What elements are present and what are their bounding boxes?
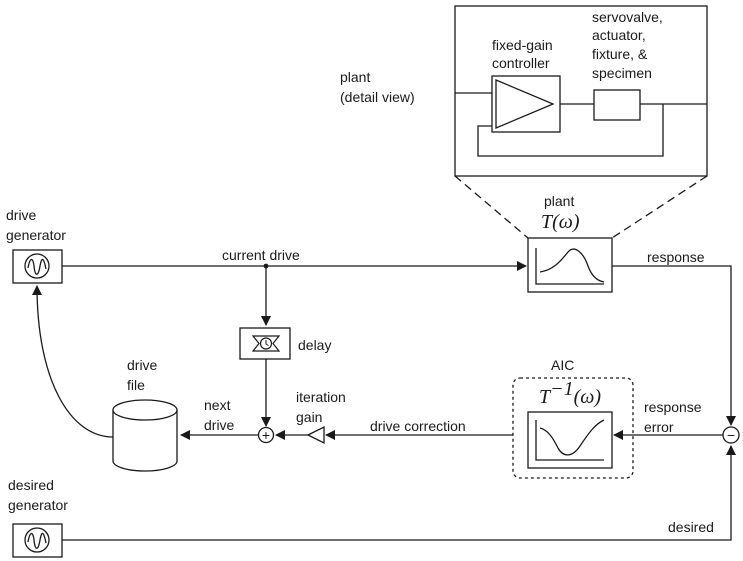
zoom-line-right bbox=[611, 175, 708, 239]
desired-generator: desired generator bbox=[8, 477, 68, 558]
desired-generator-label-line2: generator bbox=[8, 497, 68, 513]
drive-file-label-line2: file bbox=[127, 377, 145, 393]
desired-waveform-icon bbox=[27, 532, 47, 549]
delay-label: delay bbox=[298, 337, 331, 353]
aic-axes-icon bbox=[535, 420, 604, 461]
drive-correction-label: drive correction bbox=[370, 418, 466, 434]
detail-feedback-line bbox=[477, 104, 664, 157]
summing-junction: + bbox=[257, 426, 275, 444]
next-drive-label-line2: drive bbox=[204, 417, 235, 433]
iteration-gain: iteration gain bbox=[296, 389, 346, 445]
drive-file-cylinder-top bbox=[112, 399, 178, 421]
summing-junction-circle bbox=[257, 426, 275, 444]
amplifier-triangle-icon bbox=[495, 79, 555, 129]
drive-file-label-line1: drive bbox=[127, 357, 158, 373]
response-error-label-line2: error bbox=[644, 419, 674, 435]
drive-file-to-generator-line bbox=[32, 285, 114, 438]
drive-signal-source-icon bbox=[24, 253, 50, 279]
drive-generator-label-line1: drive bbox=[6, 207, 37, 223]
servo-label-line3: fixture, & bbox=[592, 46, 648, 62]
response-line bbox=[612, 265, 736, 426]
drive-file-cylinder-body bbox=[112, 410, 178, 472]
aic-block: AIC T−1(ω) bbox=[512, 357, 634, 479]
drive-generator-label-line2: generator bbox=[6, 227, 66, 243]
difference-junction-circle bbox=[722, 426, 740, 444]
aic-inverse-curve-icon bbox=[539, 419, 605, 456]
iteration-gain-label-line2: gain bbox=[296, 409, 322, 425]
drive-generator: drive generator bbox=[6, 207, 66, 284]
delay-block: delay bbox=[239, 327, 331, 360]
servo-label-line1: servovalve, bbox=[592, 9, 663, 25]
plant-transfer-function: T(ω) bbox=[541, 211, 580, 233]
plant-frf-curve-icon bbox=[539, 248, 605, 283]
plant-detail-view: plant (detail view) fixed-gain controlle… bbox=[340, 5, 708, 239]
sum-symbol: + bbox=[262, 427, 270, 443]
plant-label: plant bbox=[544, 193, 574, 209]
servovalve-block bbox=[593, 89, 641, 121]
plant-axes-icon bbox=[535, 248, 604, 285]
aic-transfer-function: T−1(ω) bbox=[539, 378, 601, 408]
aic-label: AIC bbox=[551, 357, 574, 373]
plant-detail-caption-line2: (detail view) bbox=[340, 89, 415, 105]
difference-symbol: − bbox=[727, 427, 735, 443]
delay-frame-icon bbox=[251, 335, 281, 352]
drive-file: drive file bbox=[112, 357, 178, 472]
aic-inverse-box bbox=[527, 411, 613, 469]
desired-label: desired bbox=[668, 519, 714, 535]
controller-label-line1: fixed-gain bbox=[492, 37, 553, 53]
difference-junction: − bbox=[722, 426, 740, 444]
plant-detail-caption-line1: plant bbox=[340, 69, 370, 85]
response-label: response bbox=[647, 249, 705, 265]
zoom-line-left bbox=[454, 175, 529, 239]
drive-waveform-icon bbox=[27, 258, 47, 275]
plant-block: plant T(ω) bbox=[527, 193, 613, 293]
next-drive-label-line1: next bbox=[204, 397, 231, 413]
response-error-label-line1: response bbox=[644, 399, 702, 415]
plant-response-box bbox=[527, 237, 613, 293]
fixed-gain-controller-block bbox=[491, 75, 561, 133]
servo-label-line4: specimen bbox=[592, 65, 652, 81]
desired-generator-label-line1: desired bbox=[8, 477, 54, 493]
aic-dashed-frame bbox=[512, 377, 634, 479]
desired-signal-source-icon bbox=[24, 527, 50, 553]
controller-label-line2: controller bbox=[492, 55, 550, 71]
servo-label-line2: actuator, bbox=[592, 27, 646, 43]
desired-line bbox=[62, 445, 736, 541]
clock-hands-icon bbox=[265, 340, 269, 346]
current-drive-label: current drive bbox=[222, 247, 300, 263]
iteration-gain-label-line1: iteration bbox=[296, 389, 346, 405]
iteration-gain-triangle-icon bbox=[306, 425, 325, 445]
